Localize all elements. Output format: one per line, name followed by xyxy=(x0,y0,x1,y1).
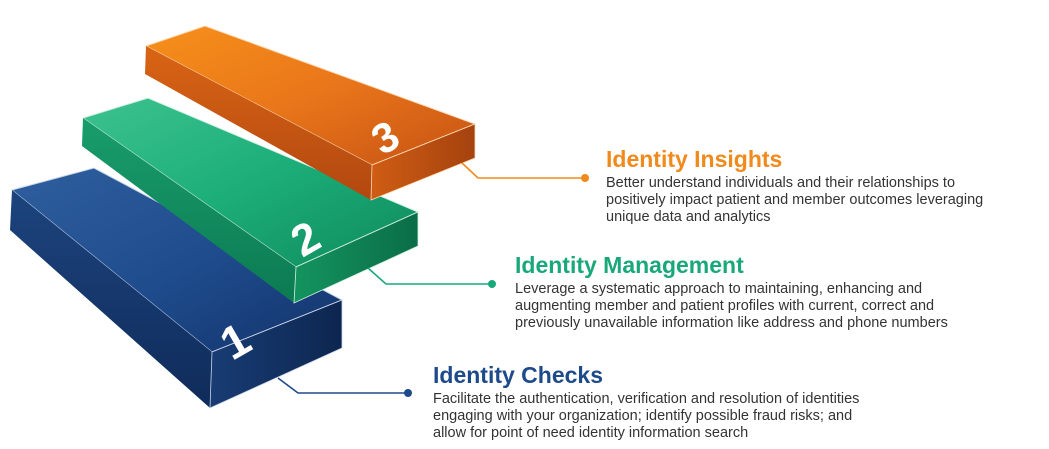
connector-2-dot xyxy=(488,280,496,288)
description-line: positively impact patient and member out… xyxy=(606,192,984,208)
identity-management-title: Identity Management xyxy=(515,252,744,278)
block-3-front-side xyxy=(370,123,476,201)
description-line: allow for point of need identity informa… xyxy=(433,425,749,441)
identity-insights-description: Better understand individuals and their … xyxy=(606,175,983,226)
identity-checks-description: Facilitate the authentication, verificat… xyxy=(433,391,859,442)
tier-identity-insights: Identity Insights Better understand indi… xyxy=(606,146,983,226)
description-line: Better understand individuals and their … xyxy=(606,175,956,191)
identity-insights-title: Identity Insights xyxy=(606,146,783,172)
description-line: Facilitate the authentication, verificat… xyxy=(433,391,860,407)
block-2-left-side xyxy=(82,118,296,303)
description-line: Leverage a systematic approach to mainta… xyxy=(515,281,923,297)
description-line: previously unavailable information like … xyxy=(515,315,948,331)
description-line: engaging with your organization; identif… xyxy=(433,408,853,424)
connector-2 xyxy=(367,267,496,288)
block-3-left-side xyxy=(145,46,372,200)
identity-checks-title: Identity Checks xyxy=(433,362,603,388)
identity-management-description: Leverage a systematic approach to mainta… xyxy=(515,281,948,332)
block-1: 1 xyxy=(10,167,344,409)
connector-1-dot xyxy=(404,389,412,397)
block-3: 3 xyxy=(144,25,477,201)
tier-identity-management: Identity Management Leverage a systemati… xyxy=(515,252,948,332)
connector-3 xyxy=(461,162,589,182)
block-2-front-side xyxy=(293,211,419,304)
block-1-left-side xyxy=(10,190,212,408)
description-line: unique data and analytics xyxy=(606,209,771,225)
block-1-front-side xyxy=(209,299,343,409)
connector-1 xyxy=(277,377,412,397)
connector-3-dot xyxy=(581,174,589,182)
description-line: augmenting member and patient profiles w… xyxy=(515,298,935,314)
tier-identity-checks: Identity Checks Facilitate the authentic… xyxy=(433,362,859,442)
block-2: 2 xyxy=(81,97,420,304)
